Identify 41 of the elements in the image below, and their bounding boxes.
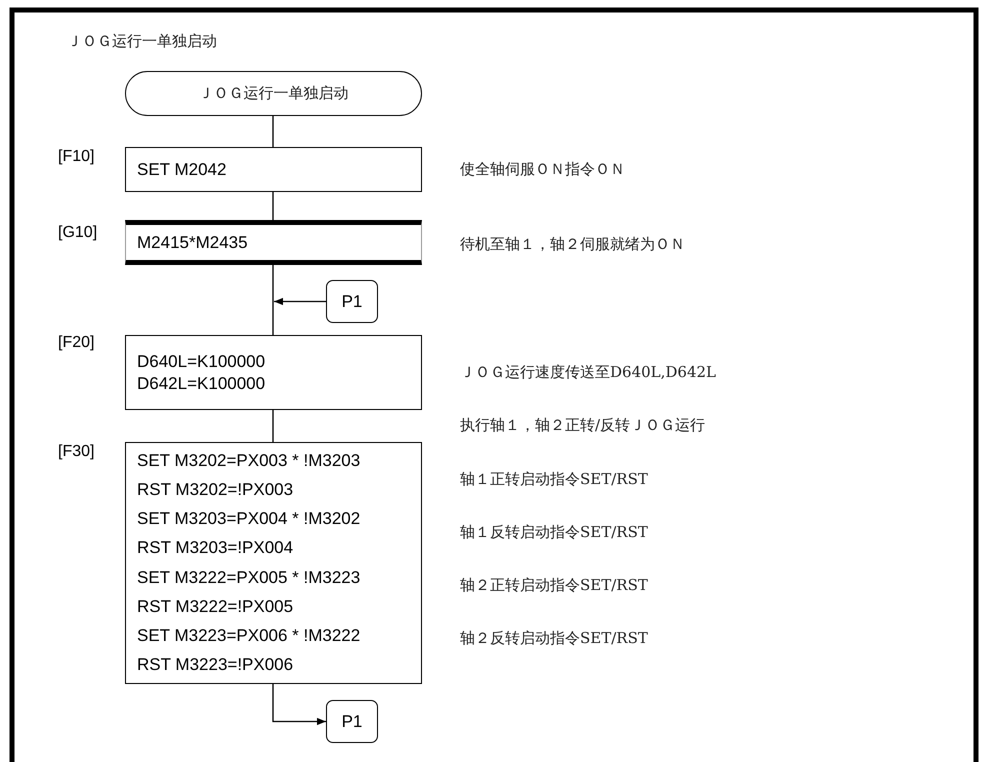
arrow	[272, 684, 326, 726]
terminal-text: ＪＯＧ运行一单独启动	[198, 84, 348, 103]
step-label: [F20]	[58, 334, 94, 352]
comment-text: 轴２反转启动指令SET/RST	[460, 629, 648, 648]
pointer-label: P1	[342, 290, 362, 312]
comment-text: 待机至轴１，轴２伺服就绪为ＯＮ	[460, 235, 685, 254]
process-box	[125, 335, 422, 410]
code-line: SET M3202=PX003 * !M3203	[137, 450, 362, 472]
comment-text: 执行轴１，轴２正转/反转ＪＯＧ运行	[460, 416, 706, 435]
pointer-box	[326, 280, 378, 323]
process-box	[125, 147, 422, 192]
code-line: SET M2042	[137, 158, 228, 180]
pointer-box	[326, 700, 378, 743]
connector-line	[272, 410, 274, 442]
code-line: SET M3222=PX005 * !M3223	[137, 566, 362, 589]
wait-box	[125, 220, 422, 265]
code-line: RST M3222=!PX005	[137, 596, 294, 618]
connector-line	[272, 116, 274, 147]
code-line: D642L=K100000	[137, 372, 266, 394]
comment-text: ＪＯＧ运行速度传送至D640L,D642L	[460, 363, 716, 382]
code-line: RST M3203=!PX004	[137, 537, 294, 560]
step-label: [F10]	[58, 148, 94, 166]
code-line: M2415*M2435	[137, 232, 249, 254]
step-label: [F30]	[58, 443, 94, 461]
code-line: SET M3203=PX004 * !M3202	[137, 508, 362, 530]
arrow	[274, 298, 326, 306]
connector-line	[272, 265, 274, 335]
title: ＪＯＧ运行一单独启动	[67, 32, 217, 51]
code-line: RST M3202=!PX003	[137, 479, 294, 502]
connector-line	[272, 192, 274, 220]
code-line: RST M3223=!PX006	[137, 654, 294, 676]
pointer-label: P1	[342, 710, 362, 732]
code-line: D640L=K100000	[137, 350, 266, 372]
step-label: [G10]	[58, 224, 98, 242]
process-box	[125, 442, 422, 684]
code-line: SET M3223=PX006 * !M3222	[137, 624, 362, 647]
comment-text: 轴１正转启动指令SET/RST	[460, 470, 648, 489]
terminal-box	[125, 71, 422, 116]
comment-text: 轴１反转启动指令SET/RST	[460, 523, 648, 542]
comment-text: 轴２正转启动指令SET/RST	[460, 576, 648, 595]
comment-text: 使全轴伺服ＯＮ指令ＯＮ	[460, 160, 625, 179]
